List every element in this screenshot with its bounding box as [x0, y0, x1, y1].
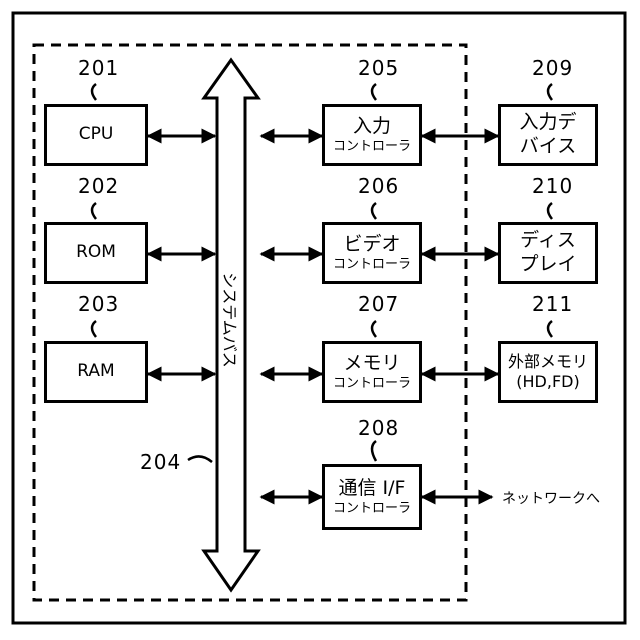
input-device-line2: バイス	[520, 135, 576, 159]
memory-controller-line1: メモリ	[343, 352, 400, 376]
ref-input-device: 209	[532, 56, 573, 80]
memory-controller-box: メモリ コントローラ	[322, 341, 422, 403]
ref-ram: 203	[78, 292, 119, 316]
ref-video-controller: 206	[358, 174, 399, 198]
ref-comm-controller: 208	[358, 416, 399, 440]
ref-cpu: 201	[78, 56, 119, 80]
rom-box: ROM	[44, 222, 148, 284]
comm-controller-line2: コントローラ	[333, 501, 411, 517]
connection-arrows	[148, 136, 498, 497]
system-bus-label: システムバス	[219, 272, 243, 368]
ram-label: RAM	[77, 362, 114, 382]
ref-memory-controller: 207	[358, 292, 399, 316]
comm-controller-box: 通信 I/F コントローラ	[322, 464, 422, 530]
comm-controller-line1: 通信 I/F	[339, 477, 406, 501]
video-controller-box: ビデオ コントローラ	[322, 222, 422, 284]
ref-bus: 204	[140, 450, 181, 474]
input-controller-line1: 入力	[353, 115, 391, 139]
cpu-box: CPU	[44, 104, 148, 166]
network-label: ネットワークへ	[502, 488, 600, 508]
video-controller-line2: コントローラ	[333, 257, 411, 273]
input-device-box: 入力デ バイス	[498, 104, 598, 166]
display-box: ディス プレイ	[498, 222, 598, 284]
ref-rom: 202	[78, 174, 119, 198]
ref-input-controller: 205	[358, 56, 399, 80]
display-line2: プレイ	[519, 253, 576, 277]
rom-label: ROM	[76, 243, 116, 263]
ram-box: RAM	[44, 341, 148, 403]
memory-controller-line2: コントローラ	[333, 376, 411, 392]
ref-display: 210	[532, 174, 573, 198]
display-line1: ディス	[520, 229, 576, 253]
cpu-label: CPU	[79, 125, 114, 145]
input-controller-box: 入力 コントローラ	[322, 104, 422, 166]
input-controller-line2: コントローラ	[333, 139, 411, 155]
external-memory-line2: (HD,FD)	[516, 372, 579, 392]
external-memory-box: 外部メモリ (HD,FD)	[498, 341, 598, 403]
input-device-line1: 入力デ	[519, 111, 576, 135]
video-controller-line1: ビデオ	[343, 233, 400, 257]
ref-external-memory: 211	[532, 292, 573, 316]
external-memory-line1: 外部メモリ	[508, 352, 588, 372]
